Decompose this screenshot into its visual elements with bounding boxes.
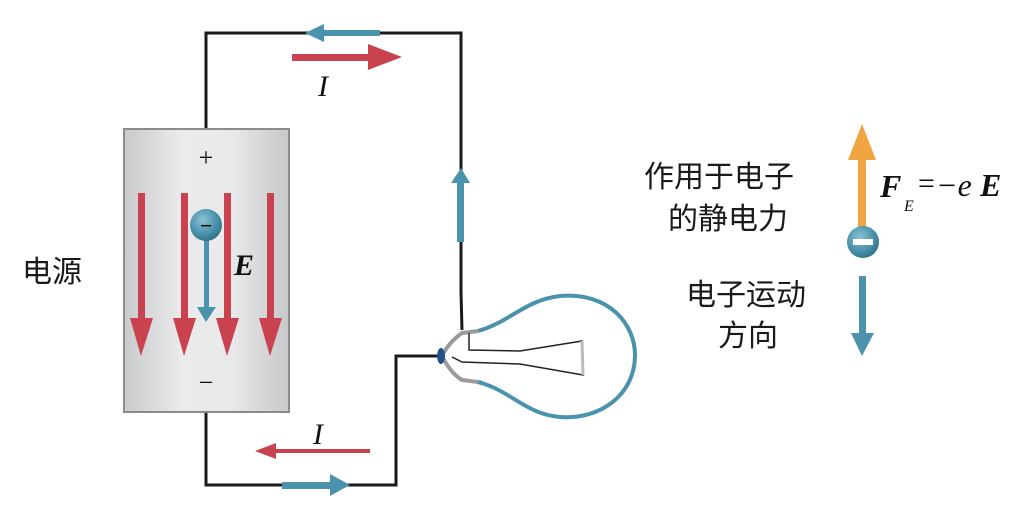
current-symbol-bottom: I bbox=[312, 418, 325, 451]
motion-arrow bbox=[851, 276, 874, 356]
electron-sign-right bbox=[853, 239, 873, 245]
electric-field-lines bbox=[130, 193, 282, 356]
field-symbol: E bbox=[233, 249, 254, 282]
force-subscript: E bbox=[903, 198, 914, 215]
force-rhs: −e bbox=[936, 167, 972, 203]
plate-negative-label: − bbox=[199, 368, 214, 397]
force-label-line2: 的静电力 bbox=[668, 202, 788, 237]
power-source: + − − E bbox=[123, 128, 290, 413]
circuit-wire bbox=[204, 31, 464, 487]
current-arrow-bottom bbox=[255, 443, 370, 459]
field-arrow bbox=[259, 193, 282, 356]
power-source-label: 电源 bbox=[22, 255, 82, 290]
electron-velocity-arrow bbox=[197, 307, 216, 322]
electron-flow-arrow-right bbox=[451, 168, 470, 242]
bulb-base bbox=[439, 329, 479, 384]
bulb-glass bbox=[477, 293, 638, 420]
electron-sign: − bbox=[200, 213, 213, 238]
electron-icon bbox=[190, 209, 222, 241]
current-arrow-top bbox=[292, 44, 402, 70]
force-equation: F E = −e E bbox=[879, 167, 1001, 215]
current-symbol-top: I bbox=[317, 70, 330, 103]
field-arrow bbox=[216, 193, 239, 356]
field-arrow bbox=[130, 193, 153, 356]
equals-sign: = bbox=[918, 167, 935, 200]
plate-positive-label: + bbox=[199, 143, 214, 172]
motion-label-line2: 方向 bbox=[718, 319, 778, 354]
electron-in-field: − bbox=[190, 209, 222, 322]
electron-flow-arrow-top bbox=[305, 24, 380, 42]
bulb-filament bbox=[451, 333, 584, 376]
field-symbol-rhs: E bbox=[979, 167, 1001, 203]
force-label-line1: 作用于电子 bbox=[644, 160, 794, 195]
motion-label-line1: 电子运动 bbox=[686, 278, 806, 313]
bulb-contact bbox=[437, 348, 445, 364]
force-symbol: F bbox=[879, 168, 901, 204]
force-arrow bbox=[848, 124, 876, 230]
field-arrow bbox=[173, 193, 196, 356]
light-bulb bbox=[437, 293, 638, 420]
electron-flow-arrow-bottom bbox=[282, 474, 350, 496]
